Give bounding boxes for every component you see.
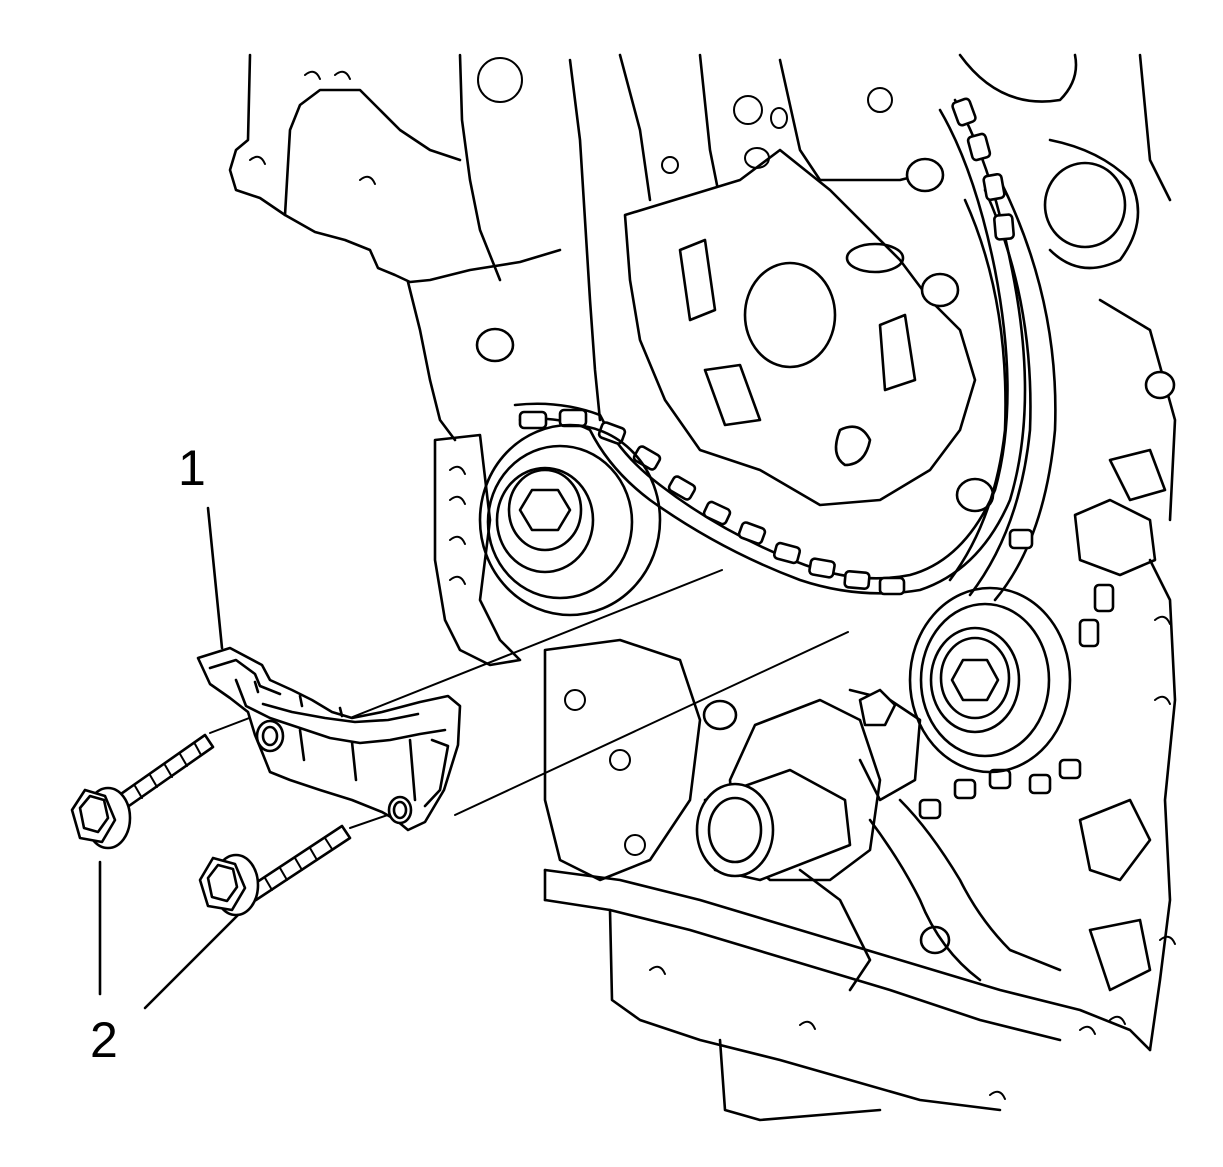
right-sprocket — [908, 586, 1072, 774]
guide-bolt-1[interactable] — [70, 733, 215, 850]
timing-chain-guide[interactable] — [196, 646, 462, 832]
leader-lines — [98, 506, 240, 1010]
bolt-heads-upper — [475, 157, 1176, 513]
alignment-lines — [209, 569, 849, 829]
guide-bolt-2[interactable] — [198, 824, 352, 917]
timing-chain-links — [518, 97, 1115, 820]
leader-line-1 — [206, 506, 224, 650]
alignment-line-lower — [454, 631, 849, 816]
left-sprocket — [478, 423, 662, 617]
callout-label-2: 2 — [90, 1012, 118, 1068]
crank-snout — [695, 698, 882, 882]
engine-block — [228, 53, 1177, 1122]
alignment-line-upper — [344, 569, 723, 721]
leader-line-2b — [143, 913, 240, 1010]
callout-label-1: 1 — [178, 440, 206, 496]
